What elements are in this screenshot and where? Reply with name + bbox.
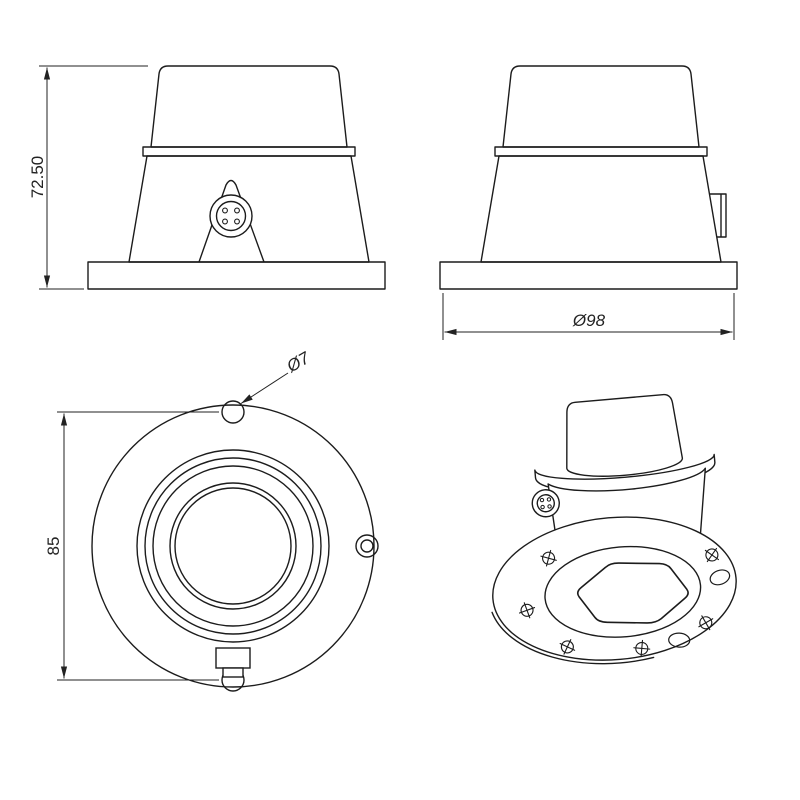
connector-pins [222, 207, 240, 225]
leader-line [240, 372, 289, 404]
iso-mounting-holes [668, 569, 731, 648]
front-connector [198, 179, 265, 263]
dim-flange-diameter: Ø98 [442, 293, 735, 340]
front-view: 72.50 [28, 65, 386, 290]
screw-icon [540, 549, 557, 567]
mounting-hole-right-inner [360, 539, 374, 553]
screw-icon [518, 602, 536, 619]
screw-icon [698, 615, 714, 631]
iso-dome [566, 393, 684, 477]
iso-hex-opening [576, 562, 689, 624]
screw-icon [704, 547, 720, 563]
dim-flange-diameter-label: Ø98 [572, 311, 606, 330]
bottom-tab [215, 647, 251, 678]
lens-rings [136, 449, 330, 643]
side-view: Ø98 [439, 65, 738, 340]
screw-icon [559, 639, 576, 655]
iso-connector [531, 489, 560, 518]
screw-icon [633, 639, 651, 657]
dim-height: 72.50 [28, 65, 148, 290]
iso-flange-thickness [491, 611, 655, 665]
dim-hole-spacing: 85 [44, 411, 219, 681]
connector-inner-ring [215, 200, 247, 232]
iso-screws [518, 547, 720, 657]
mounting-hole-right [355, 534, 379, 558]
dim-hole-spacing-label: 85 [44, 537, 63, 556]
isometric-view [491, 393, 737, 665]
flange-outer-circle [91, 404, 375, 688]
side-connector-protrusion [709, 193, 727, 238]
dim-height-label: 72.50 [28, 156, 47, 199]
connector-boss-outline [198, 179, 265, 263]
mounting-hole-top [221, 400, 245, 424]
